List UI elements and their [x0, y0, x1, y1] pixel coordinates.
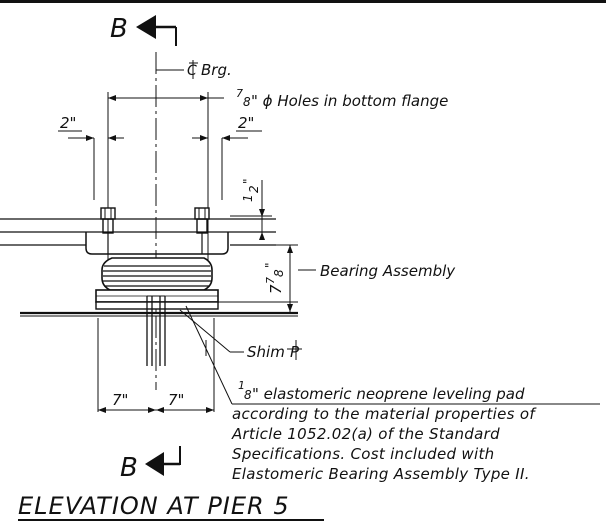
girder-flange	[0, 218, 276, 246]
bearing-assembly-callout: Bearing Assembly	[298, 262, 456, 280]
holes-frac-den: 8	[243, 95, 251, 109]
plate-icon: P	[287, 340, 302, 361]
dim-height-whole: 7	[267, 284, 285, 294]
top-border	[0, 0, 606, 3]
dim-half-num: 1	[241, 194, 255, 202]
note-frac-num: 1	[238, 379, 245, 392]
section-mark-top: B	[110, 14, 177, 46]
leveling-pad-leader	[185, 305, 233, 405]
section-mark-bottom: B	[120, 446, 181, 483]
section-arrow-bottom	[145, 452, 164, 476]
section-arrow-top	[136, 15, 156, 39]
note-line-4: Specifications. Cost included with	[232, 445, 494, 463]
bottom-dimensions: 7" 7"	[98, 391, 214, 413]
note-frac-den: 8	[244, 388, 252, 402]
dim-height-num: 7	[264, 277, 277, 284]
anchor-bolt-left	[100, 207, 116, 254]
elastomeric-bearing	[101, 257, 213, 291]
leveling-pad-note: 1 8 " elastomeric neoprene leveling pad …	[231, 379, 600, 483]
shim-label: Shim	[247, 343, 285, 361]
section-letter-bottom: B	[120, 453, 138, 483]
sole-plate	[85, 232, 229, 255]
bearing-assembly-label: Bearing Assembly	[320, 262, 456, 280]
note-line-2: according to the material properties of	[232, 405, 537, 423]
dim-half-den: 2	[247, 185, 261, 193]
shim-callout: Shim P	[179, 309, 302, 361]
dim-bottom-right-label: 7"	[168, 391, 184, 409]
note-line-1: " elastomeric neoprene leveling pad	[252, 385, 525, 403]
dim-height-unit: "	[263, 262, 277, 268]
holes-frac-num: 7	[236, 87, 243, 100]
dim-height-den: 8	[272, 269, 286, 277]
holes-dimension: 7 8 " ϕ Holes in bottom flange	[107, 87, 448, 260]
anchor-bolt-right	[194, 207, 210, 254]
svg-text:P: P	[290, 343, 300, 361]
cl-brg-label: Brg.	[201, 61, 232, 79]
masonry-plate	[95, 289, 219, 310]
half-inch-dimension: 1 2 "	[230, 178, 272, 240]
section-letter-top: B	[110, 14, 128, 44]
anchor-rods	[146, 295, 166, 366]
dim-right-label: 2"	[238, 114, 254, 132]
dim-half-unit: "	[241, 178, 255, 184]
note-line-3: Article 1052.02(a) of the Standard	[231, 425, 500, 443]
drawing-title: ELEVATION AT PIER 5	[18, 492, 324, 521]
two-inch-dimensions: 2" 2"	[58, 114, 262, 200]
dim-bottom-left-label: 7"	[112, 391, 128, 409]
centerline-bearing: C Brg.	[155, 52, 232, 390]
holes-label: " ϕ Holes in bottom flange	[251, 92, 448, 110]
title-text: ELEVATION AT PIER 5	[18, 492, 290, 520]
dim-left-label: 2"	[60, 114, 76, 132]
svg-text:C: C	[187, 63, 197, 79]
centerline-icon: C	[187, 60, 198, 79]
height-dimension: 7 7 8 "	[218, 244, 298, 312]
note-line-5: Elastomeric Bearing Assembly Type II.	[232, 465, 530, 483]
